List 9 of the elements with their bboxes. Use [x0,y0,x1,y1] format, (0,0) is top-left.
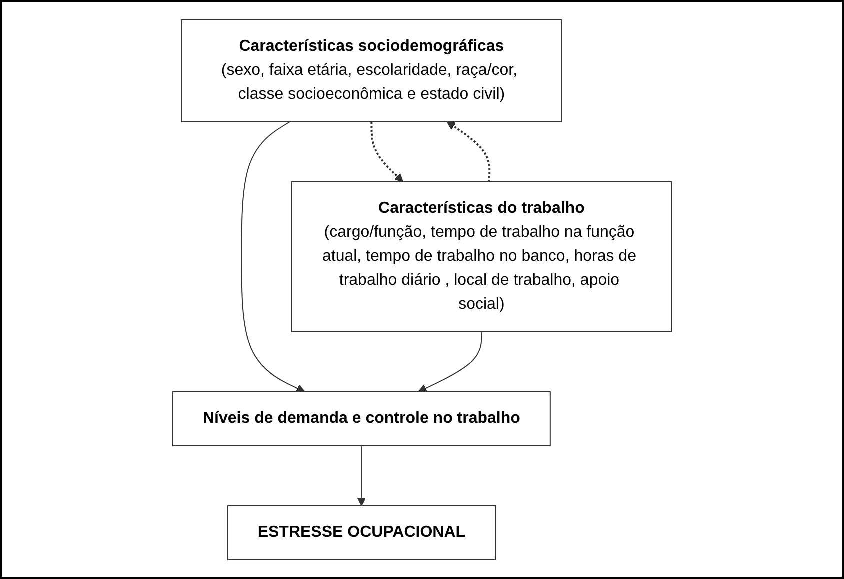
node-box: Níveis de demanda e controle no trabalho [172,391,551,446]
node-box: Características do trabalho (cargo/função, tempo de trabalho na função atual, tempo de trabalho no banco, horas de trabalho diário , local de trabalho, apoio social) [290,181,672,332]
arrow [446,121,490,182]
arrow [370,122,404,182]
node-box: Características sociodemográficas (sexo, faixa etária, escolaridade, raça/cor, classe socioeconômica e estado civil) [180,19,562,122]
arrow [356,445,366,506]
node-box: ESTRESSE OCUPACIONAL [226,505,496,560]
arrow [240,121,305,392]
arrow [418,331,482,392]
